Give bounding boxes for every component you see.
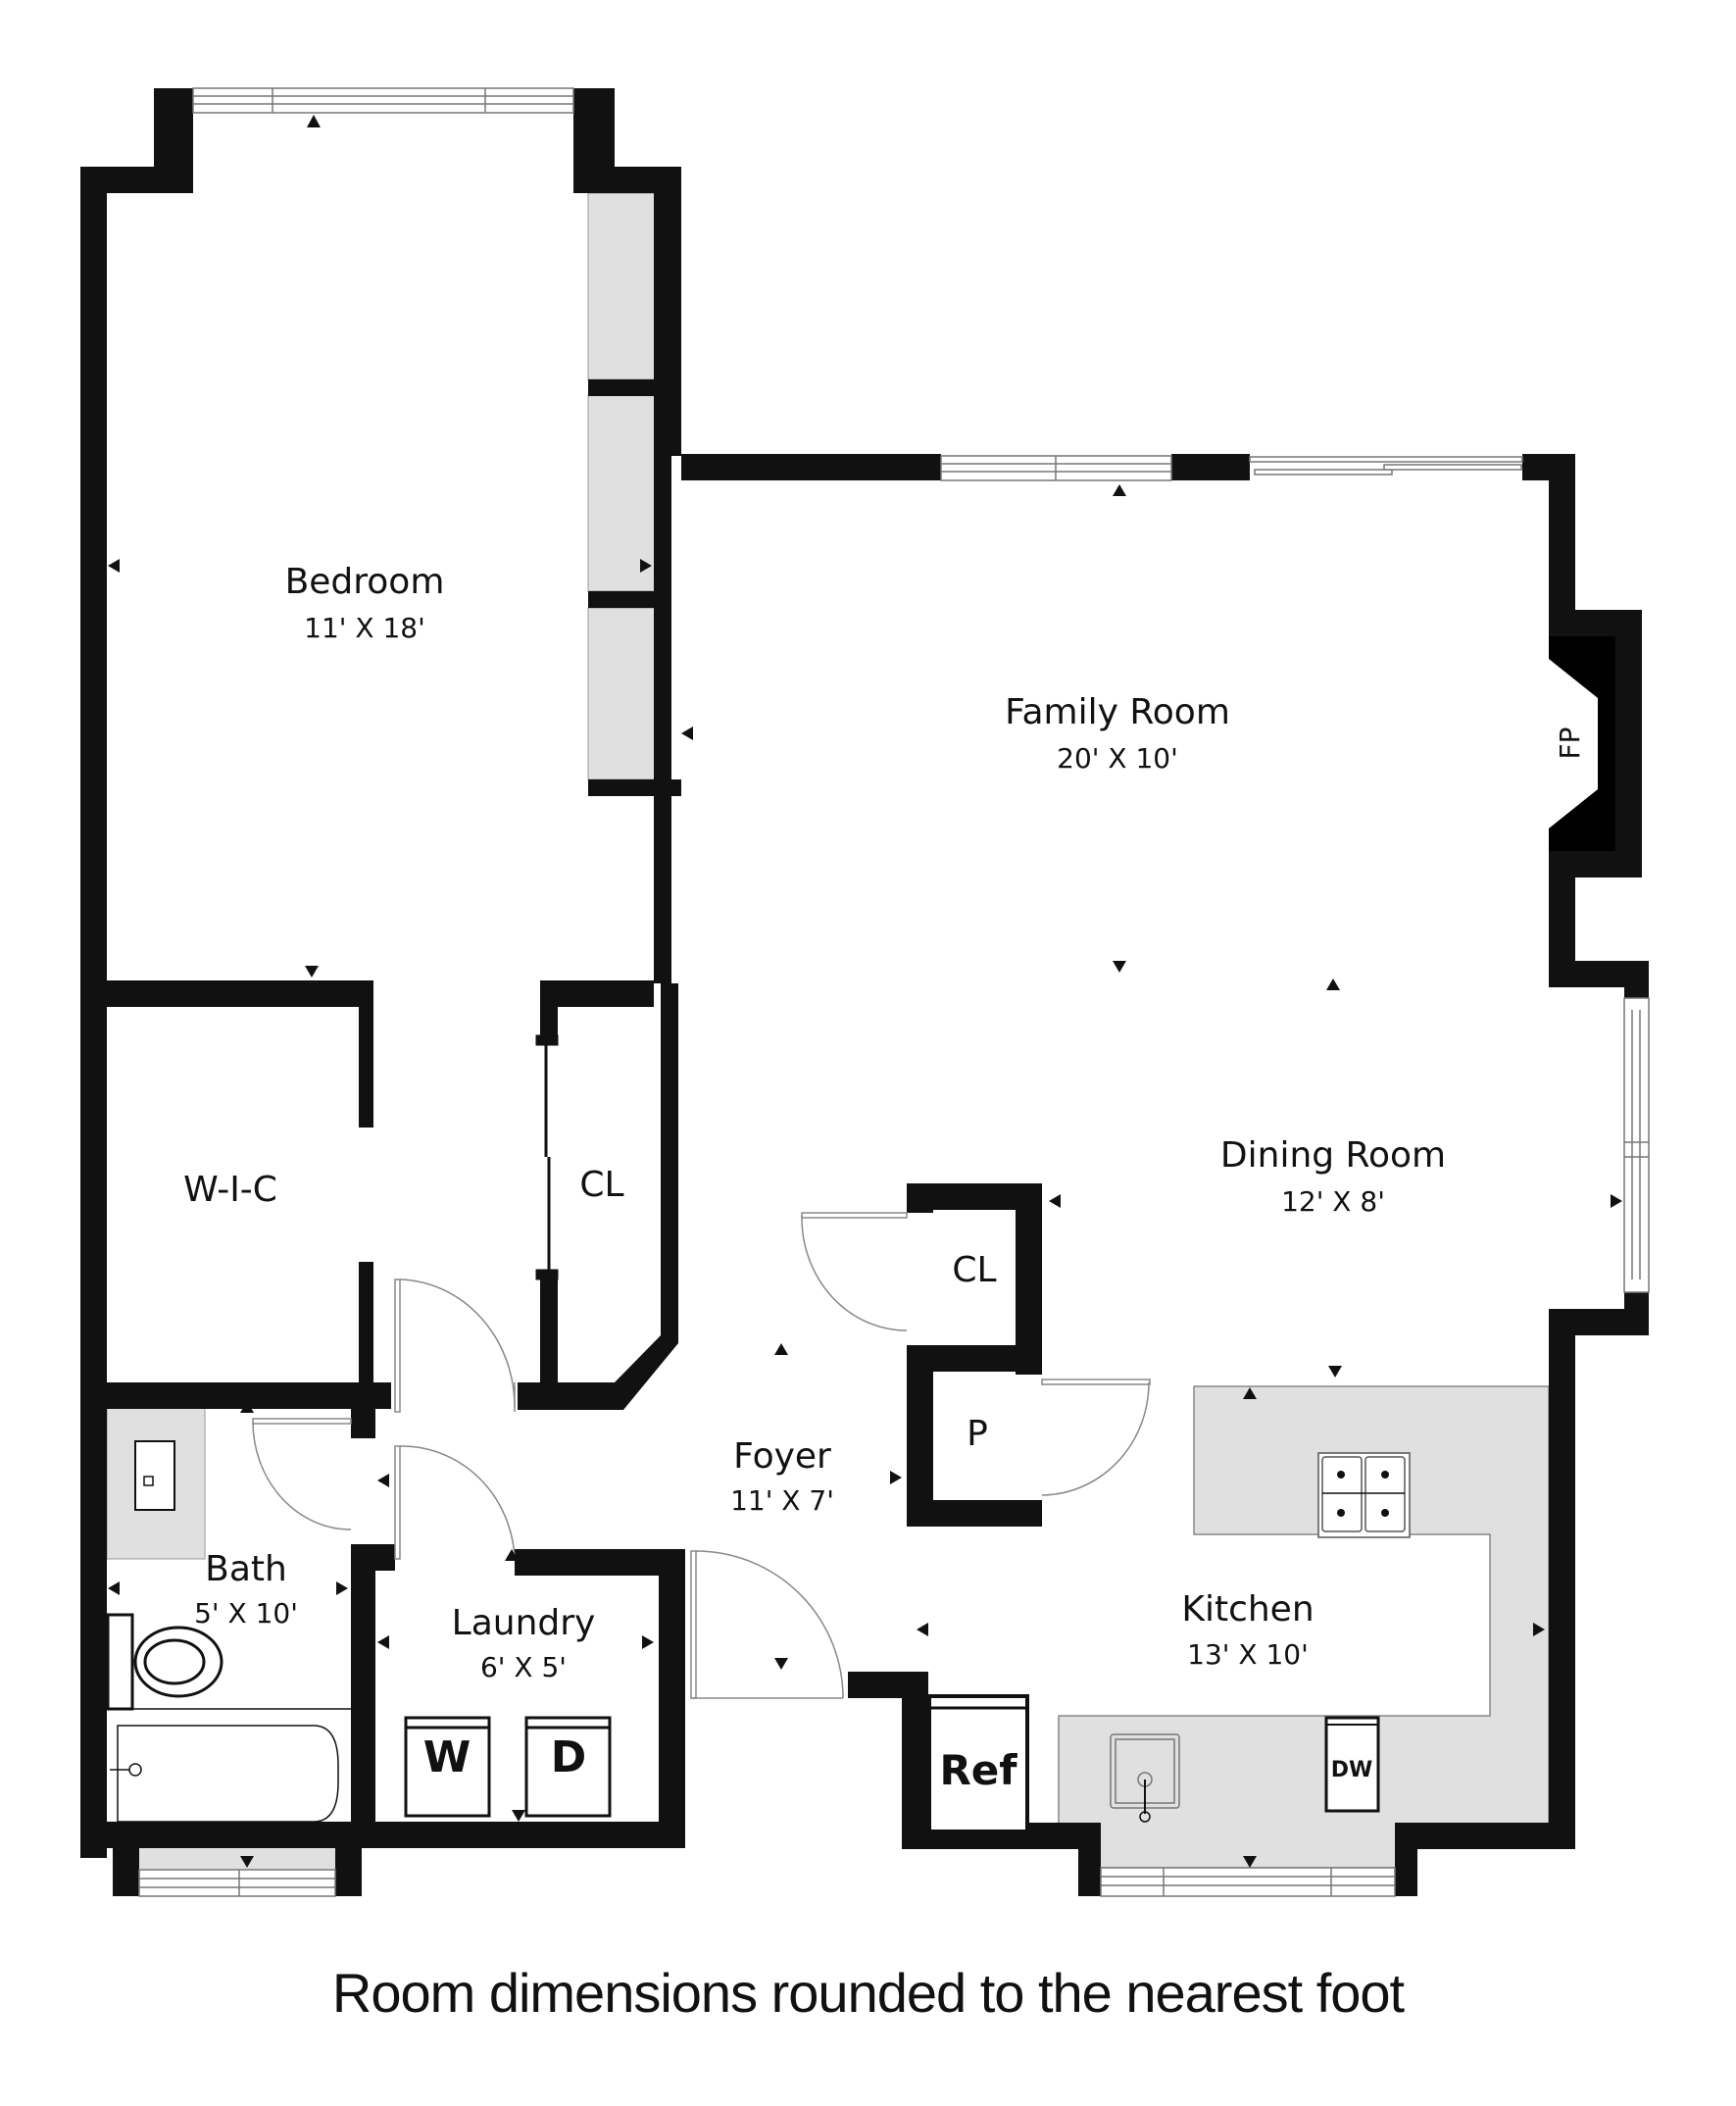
room-dimensions: 5' X 10' <box>194 1597 298 1630</box>
bedroom-shelf-2 <box>587 394 656 592</box>
walls <box>80 88 1649 1896</box>
room-name: Bath <box>205 1549 287 1589</box>
room-dining-room: Dining Room 12' X 8' <box>1220 1135 1446 1218</box>
room-dimensions: 11' X 7' <box>730 1484 834 1517</box>
bath-sink <box>134 1440 175 1511</box>
room-dimensions: 13' X 10' <box>1187 1638 1309 1671</box>
laundry-door <box>394 1445 516 1560</box>
bedroom-shelf-1 <box>587 192 656 380</box>
bath-door <box>252 1418 352 1530</box>
room-name: Family Room <box>1005 692 1230 732</box>
bath-window <box>138 1869 336 1897</box>
toilet <box>106 1613 223 1711</box>
room-family-room: Family Room 20' X 10' <box>1005 692 1230 775</box>
windows <box>138 87 1650 1897</box>
washer: W <box>404 1716 491 1818</box>
room-name: Dining Room <box>1220 1135 1446 1176</box>
family-room-window <box>940 455 1172 481</box>
bedroom-door <box>394 1279 516 1413</box>
room-bath: Bath 5' X 10' <box>194 1549 298 1630</box>
room-labels: Bedroom 11' X 18' Family Room 20' X 10' … <box>183 562 1586 1683</box>
walk-in-closet-label: W-I-C <box>183 1170 277 1210</box>
room-name: Bedroom <box>285 562 445 602</box>
room-foyer: Foyer 11' X 7' <box>730 1436 834 1517</box>
room-bedroom: Bedroom 11' X 18' <box>285 562 445 644</box>
room-dimensions: 11' X 18' <box>304 612 425 644</box>
bifold-closet-door <box>535 1034 559 1280</box>
doors <box>252 1034 1151 1699</box>
fireplace-label: FP <box>1554 727 1586 760</box>
fixtures: W D Ref DW <box>106 1440 1411 1833</box>
refrigerator-label: Ref <box>939 1746 1017 1794</box>
dining-window <box>1623 997 1650 1293</box>
room-laundry: Laundry 6' X 5' <box>452 1603 596 1683</box>
bathtub <box>107 1708 351 1823</box>
fireplace-hearth <box>1549 636 1615 851</box>
room-kitchen: Kitchen 13' X 10' <box>1181 1589 1314 1671</box>
closet-door <box>801 1212 908 1331</box>
bedroom-closet-label: CL <box>579 1165 623 1205</box>
room-dimensions: 6' X 5' <box>480 1651 567 1683</box>
refrigerator: Ref <box>927 1694 1029 1833</box>
kitchen-window <box>1100 1867 1396 1897</box>
counters <box>106 192 1550 1870</box>
room-name: Foyer <box>733 1436 831 1477</box>
room-name: Laundry <box>452 1603 596 1643</box>
dishwasher-label: DW <box>1331 1758 1373 1782</box>
bedroom-shelf-3 <box>587 607 656 780</box>
room-name: Kitchen <box>1181 1589 1314 1630</box>
dryer: D <box>524 1716 612 1818</box>
dishwasher: DW <box>1324 1716 1380 1813</box>
sliding-door <box>1249 456 1523 476</box>
view-markers <box>108 115 1622 1868</box>
room-dimensions: 12' X 8' <box>1281 1185 1385 1218</box>
kitchen-sink <box>1110 1733 1180 1823</box>
room-dimensions: 20' X 10' <box>1057 742 1178 775</box>
pantry-door <box>1041 1379 1151 1496</box>
pantry-label: P <box>967 1414 988 1454</box>
entry-door <box>690 1550 844 1699</box>
cooktop <box>1317 1452 1411 1538</box>
washer-label: W <box>423 1732 471 1782</box>
dryer-label: D <box>551 1732 587 1782</box>
bedroom-window <box>192 87 574 114</box>
dimensions-note: Room dimensions rounded to the nearest f… <box>331 1962 1405 2024</box>
foyer-closet-label: CL <box>952 1250 996 1290</box>
